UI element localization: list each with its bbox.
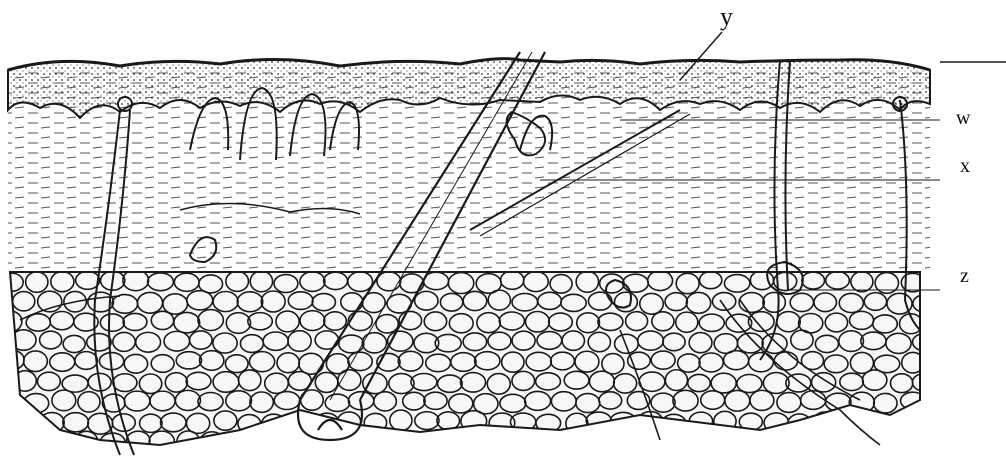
fat-cell <box>865 415 887 432</box>
fat-cell <box>575 434 600 452</box>
fat-cell <box>938 413 964 431</box>
fat-cell <box>925 354 951 372</box>
fat-cell <box>473 433 497 451</box>
fat-cell <box>915 411 939 429</box>
fat-cell <box>625 431 650 449</box>
fat-cell <box>451 432 475 451</box>
fat-cell <box>12 412 34 430</box>
fat-cell <box>940 331 963 351</box>
fat-cell <box>876 431 901 450</box>
fat-cell <box>327 433 351 451</box>
fat-cell <box>926 432 950 451</box>
fat-cell <box>925 313 950 330</box>
fat-cell <box>399 432 423 450</box>
fat-cell <box>0 431 22 450</box>
fat-cell <box>25 431 48 452</box>
fat-cell <box>224 432 247 452</box>
fat-cell <box>725 430 749 450</box>
fat-cell <box>801 431 824 451</box>
fat-cell <box>776 434 799 453</box>
fat-cell <box>836 410 860 430</box>
fat-cell <box>899 432 923 450</box>
fat-cell <box>938 372 964 390</box>
fat-cell <box>927 393 949 413</box>
fat-cell <box>599 433 623 451</box>
label-z: z <box>960 266 969 286</box>
fat-cell <box>826 432 850 452</box>
fat-cell <box>551 433 577 451</box>
fat-cell <box>940 292 963 310</box>
fat-cell <box>701 430 724 449</box>
fat-cell <box>50 434 74 452</box>
fat-cell <box>649 432 672 450</box>
fat-cell <box>274 431 296 450</box>
fat-cell <box>749 433 771 453</box>
fat-cell <box>524 434 546 453</box>
fat-cell <box>0 391 22 411</box>
fat-cell <box>376 432 400 450</box>
fat-cell <box>427 434 451 453</box>
fat-cell <box>673 433 698 454</box>
hair-papilla <box>318 420 342 430</box>
label-x: x <box>960 156 970 176</box>
fat-cell <box>850 433 874 450</box>
fat-cell <box>889 412 915 431</box>
fat-cell <box>249 432 273 452</box>
label-w: w <box>956 108 970 128</box>
label-y: y <box>720 4 733 30</box>
fat-cell <box>500 432 524 450</box>
